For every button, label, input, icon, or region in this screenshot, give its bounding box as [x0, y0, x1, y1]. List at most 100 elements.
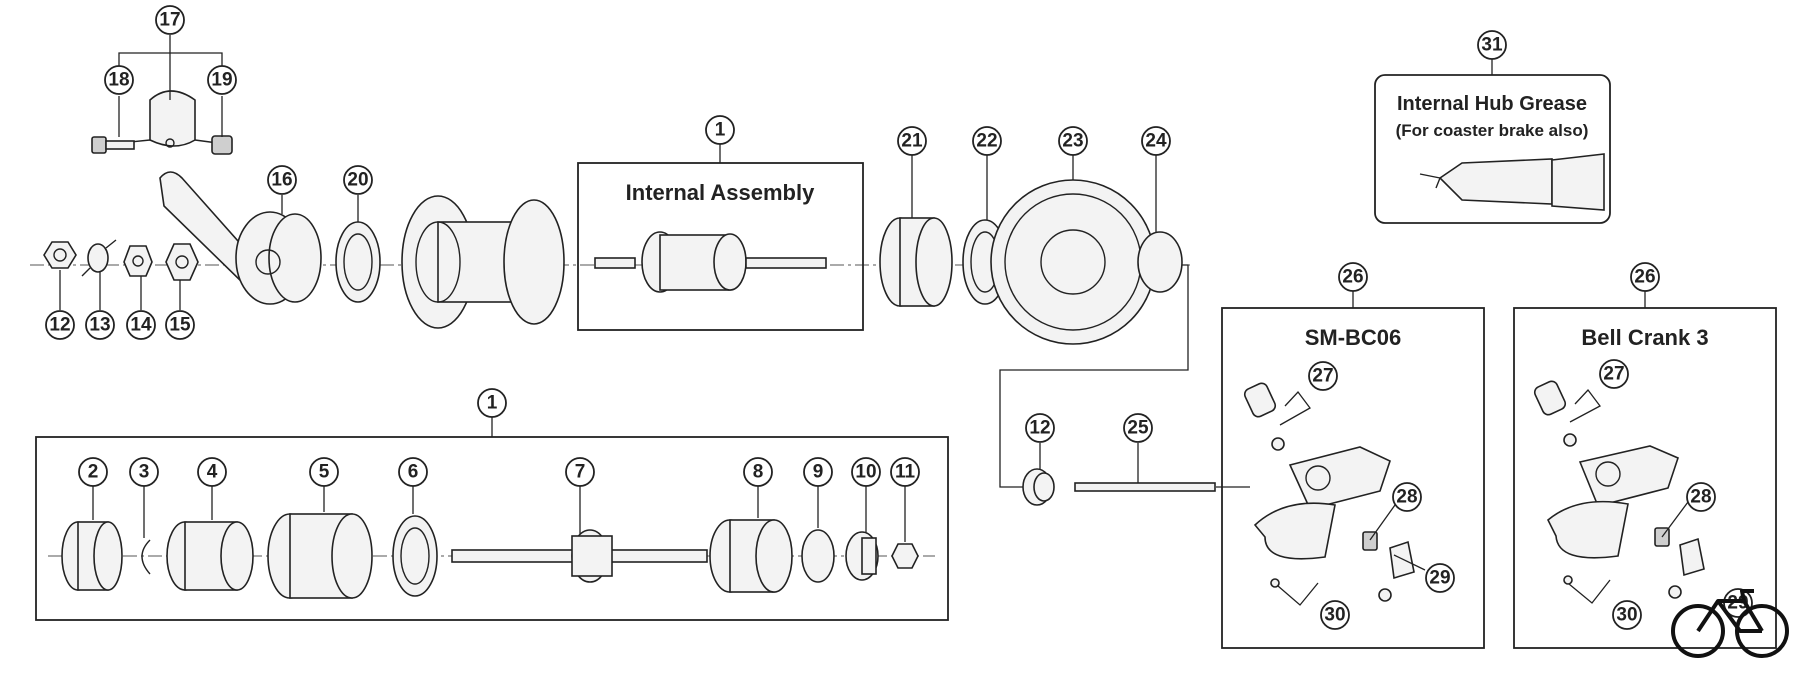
callout-11: 11 — [890, 457, 920, 487]
part-12-nut — [43, 241, 77, 269]
svg-text:20: 20 — [347, 170, 368, 191]
part-18-bolt — [91, 136, 135, 154]
svg-text:13: 13 — [89, 315, 110, 336]
svg-text:27: 27 — [1603, 364, 1624, 385]
part-19-nut — [211, 135, 233, 155]
callout-16: 16 — [267, 165, 297, 195]
part-3-clip — [141, 539, 151, 575]
sm-bc06-parts — [1243, 382, 1415, 602]
callout-30-right: 30 — [1612, 600, 1642, 630]
svg-text:26: 26 — [1342, 267, 1363, 288]
part-10-cone — [845, 531, 879, 581]
part-15-nut — [165, 243, 199, 281]
part-13-lock-washer — [81, 239, 117, 277]
svg-text:1: 1 — [715, 120, 726, 141]
part-7-axle — [451, 529, 708, 583]
callout-26-right: 26 — [1630, 262, 1660, 292]
grease-tube-icon — [1419, 153, 1605, 211]
svg-text:12: 12 — [1029, 418, 1050, 439]
svg-text:17: 17 — [159, 10, 180, 31]
callout-28-left: 28 — [1392, 482, 1422, 512]
part-24-snap-ring — [1137, 231, 1183, 293]
part-23-sprocket — [990, 179, 1156, 345]
callout-17: 17 — [155, 5, 185, 35]
callout-14: 14 — [126, 310, 156, 340]
svg-text:2: 2 — [88, 462, 99, 483]
callout-6: 6 — [398, 457, 428, 487]
part-2-clutch — [61, 521, 123, 591]
callout-12-lower: 12 — [1025, 413, 1055, 443]
top-leaders — [59, 155, 1157, 483]
svg-text:26: 26 — [1634, 267, 1655, 288]
internal-assembly-part — [594, 231, 827, 293]
callout-8: 8 — [743, 457, 773, 487]
svg-text:28: 28 — [1690, 487, 1711, 508]
hub-shell — [401, 195, 565, 329]
callout-18: 18 — [104, 65, 134, 95]
callout-5: 5 — [309, 457, 339, 487]
svg-text:29: 29 — [1429, 568, 1450, 589]
svg-text:25: 25 — [1127, 418, 1149, 439]
svg-text:14: 14 — [130, 315, 152, 336]
bicycle-icon — [1671, 589, 1789, 658]
svg-text:19: 19 — [211, 70, 232, 91]
callout-26-left: 26 — [1338, 262, 1368, 292]
svg-text:15: 15 — [169, 315, 191, 336]
svg-text:12: 12 — [49, 315, 70, 336]
svg-text:30: 30 — [1324, 605, 1345, 626]
part-25-shaft — [1074, 482, 1216, 492]
callout-31: 31 — [1477, 30, 1507, 60]
callout-25: 25 — [1123, 413, 1153, 443]
part-20-ring — [335, 221, 381, 303]
part-11-nut — [891, 543, 919, 569]
svg-text:28: 28 — [1396, 487, 1417, 508]
leader-24-to-25 — [999, 264, 1189, 488]
part-21-dust-cap — [879, 217, 953, 307]
callout-22: 22 — [972, 126, 1002, 156]
svg-text:27: 27 — [1312, 366, 1333, 387]
bell-crank-title: Bell Crank 3 — [1581, 325, 1708, 350]
part-16-brake-arm — [159, 171, 322, 305]
callout-15: 15 — [165, 310, 195, 340]
part-12b-nut — [1022, 468, 1055, 506]
callout-1-lower: 1 — [477, 388, 507, 418]
svg-text:24: 24 — [1145, 131, 1167, 152]
svg-text:8: 8 — [753, 462, 764, 483]
part-14-nut — [123, 245, 153, 277]
svg-text:7: 7 — [575, 462, 586, 483]
svg-text:30: 30 — [1616, 605, 1637, 626]
part-6-ball-retainer — [392, 515, 438, 597]
svg-text:16: 16 — [271, 170, 292, 191]
callout-23: 23 — [1058, 126, 1088, 156]
callout-30-left: 30 — [1320, 600, 1350, 630]
svg-text:6: 6 — [408, 462, 419, 483]
callout-27-right: 27 — [1599, 359, 1629, 389]
callout-28-right: 28 — [1686, 482, 1716, 512]
grease-title: Internal Hub Grease — [1397, 93, 1587, 115]
callout-9: 9 — [803, 457, 833, 487]
callout-7: 7 — [565, 457, 595, 487]
svg-text:23: 23 — [1062, 131, 1083, 152]
svg-text:21: 21 — [901, 131, 923, 152]
part-8-driver — [709, 519, 793, 593]
callout-20: 20 — [343, 165, 373, 195]
svg-text:11: 11 — [895, 462, 916, 483]
svg-text:31: 31 — [1481, 35, 1503, 56]
callout-24: 24 — [1141, 126, 1171, 156]
svg-text:22: 22 — [976, 131, 997, 152]
part-4-carrier — [166, 521, 254, 591]
svg-text:4: 4 — [207, 462, 218, 483]
bell-crank-parts — [1533, 380, 1705, 599]
callout-21: 21 — [897, 126, 927, 156]
part-17-clamp-band — [109, 90, 226, 148]
callout-27-left: 27 — [1308, 361, 1338, 391]
callout-1-top: 1 — [705, 115, 735, 145]
part-5-ring-gear — [267, 513, 373, 599]
sm-bc06-title: SM-BC06 — [1305, 325, 1402, 350]
svg-text:9: 9 — [813, 462, 824, 483]
internal-assembly-title: Internal Assembly — [626, 180, 815, 205]
callout-4: 4 — [197, 457, 227, 487]
svg-text:10: 10 — [855, 462, 876, 483]
